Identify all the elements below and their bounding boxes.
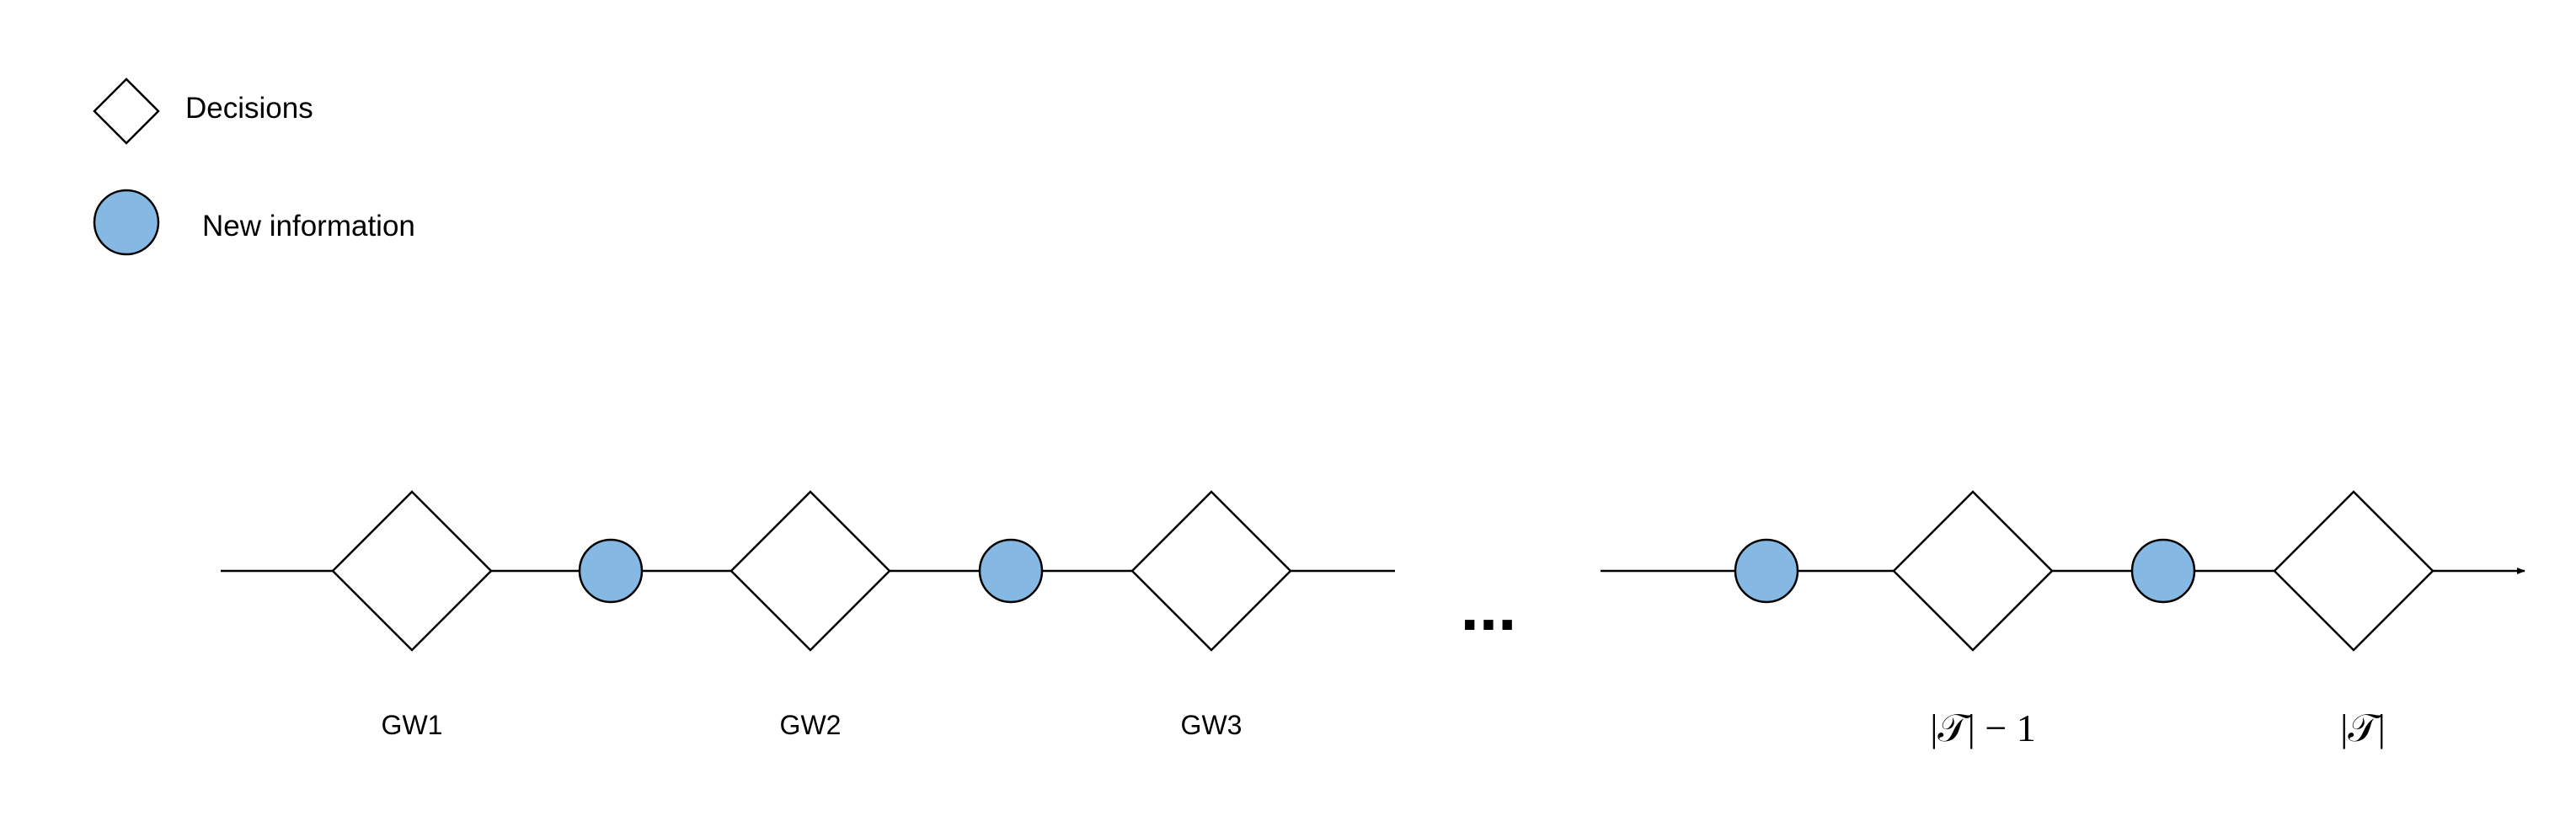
decision-diamond-icon xyxy=(1892,490,2054,652)
gameweek-label-gw2: GW2 xyxy=(780,710,842,740)
end-label-last: |𝒯| xyxy=(2340,706,2386,749)
new-information-node xyxy=(578,538,644,604)
new-information-node xyxy=(2130,538,2196,604)
legend-new-information-circle-icon xyxy=(93,189,160,256)
decision-diamond-icon xyxy=(331,490,493,652)
decision-node-gw1 xyxy=(331,490,493,652)
ellipsis: ... xyxy=(1461,569,1517,644)
gameweek-label-gw3: GW3 xyxy=(1181,710,1243,740)
decision-diamond-icon xyxy=(730,490,891,652)
new-information-node xyxy=(978,538,1044,604)
decision-node-last xyxy=(2273,490,2434,652)
decision-node-second-last xyxy=(1892,490,2054,652)
legend-decision-diamond-icon xyxy=(93,77,160,145)
decision-diamond-icon xyxy=(2273,490,2434,652)
decision-diamond-icon xyxy=(1130,490,1292,652)
decision-node-gw2 xyxy=(730,490,891,652)
legend-new-information-label: New information xyxy=(202,210,415,243)
gameweek-label-gw1: GW1 xyxy=(382,710,443,740)
legend: Decisions New information xyxy=(93,77,415,256)
legend-decisions-label: Decisions xyxy=(185,92,313,125)
decision-node-gw3 xyxy=(1130,490,1292,652)
end-label-second-last: |𝒯| − 1 xyxy=(1930,706,2036,749)
new-information-node xyxy=(1734,538,1799,604)
